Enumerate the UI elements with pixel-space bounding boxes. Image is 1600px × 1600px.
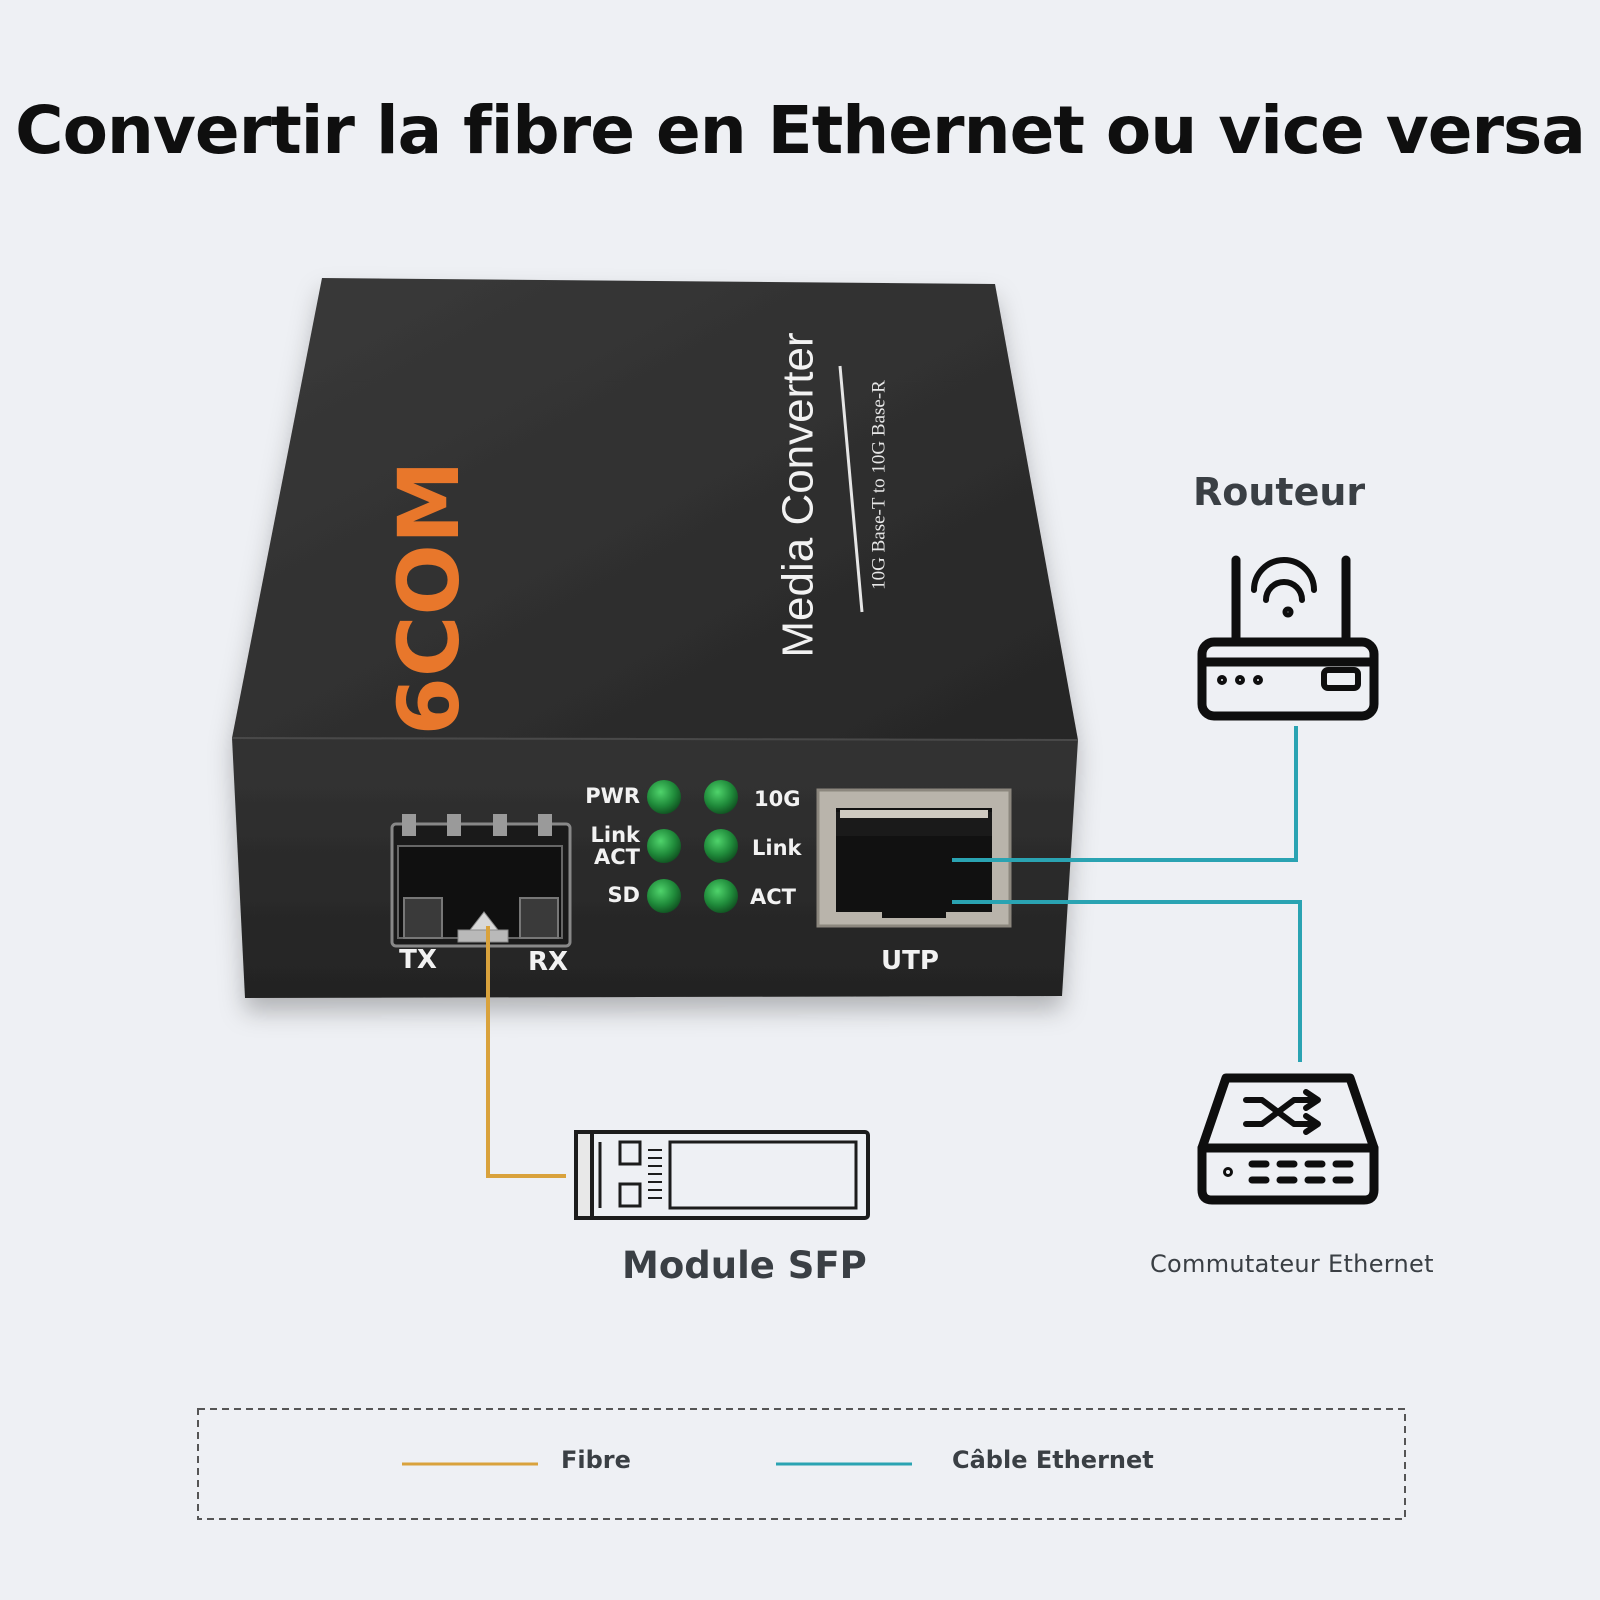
led-label-act-left: ACT	[594, 845, 641, 869]
sfp-port	[390, 814, 572, 948]
product-label: Media Converter	[774, 332, 823, 657]
wifi-icon	[1251, 557, 1317, 618]
led-panel	[647, 780, 738, 913]
led-label-sd: SD	[607, 883, 640, 907]
tx-label: TX	[399, 945, 437, 975]
utp-label: UTP	[881, 946, 939, 976]
led-label-link-right: Link	[752, 836, 803, 860]
led-link-act	[647, 829, 681, 863]
brand-logo-text: 6COM	[380, 460, 478, 735]
led-label-act-right: ACT	[750, 885, 797, 909]
led-label-link-left: Link	[591, 823, 642, 847]
legend-fibre-label: Fibre	[561, 1446, 631, 1474]
ethernet-line-router	[952, 726, 1298, 862]
page-title: Convertir la fibre en Ethernet ou vice v…	[15, 92, 1586, 169]
switch-label: Commutateur Ethernet	[1150, 1250, 1434, 1278]
product-subtitle: 10G Base-T to 10G Base-R	[868, 380, 889, 590]
device-top	[232, 278, 1078, 740]
sfp-module-icon	[574, 1130, 870, 1220]
led-pwr	[647, 780, 681, 814]
fibre-line-sfp	[486, 926, 566, 1178]
led-link	[704, 829, 738, 863]
sfp-module-label: Module SFP	[622, 1244, 867, 1287]
legend-ethernet-label: Câble Ethernet	[952, 1446, 1154, 1474]
product-subtitle-group: 10G Base-T to 10G Base-R	[868, 380, 889, 590]
product-divider	[838, 365, 864, 613]
led-10g	[704, 780, 738, 814]
switch-icon	[1197, 1073, 1379, 1205]
rx-label: RX	[528, 947, 568, 977]
connection-lines	[486, 726, 1302, 1178]
router-label: Routeur	[1193, 470, 1366, 514]
router-icon	[1197, 555, 1379, 721]
ethernet-line-switch	[952, 900, 1302, 1062]
brand-logo: 6COM	[380, 460, 478, 735]
legend-box	[197, 1408, 1406, 1520]
led-label-10g: 10G	[754, 787, 800, 811]
led-sd	[647, 879, 681, 913]
led-act	[704, 879, 738, 913]
led-label-pwr: PWR	[585, 784, 640, 808]
product-name: Media Converter	[774, 332, 823, 657]
